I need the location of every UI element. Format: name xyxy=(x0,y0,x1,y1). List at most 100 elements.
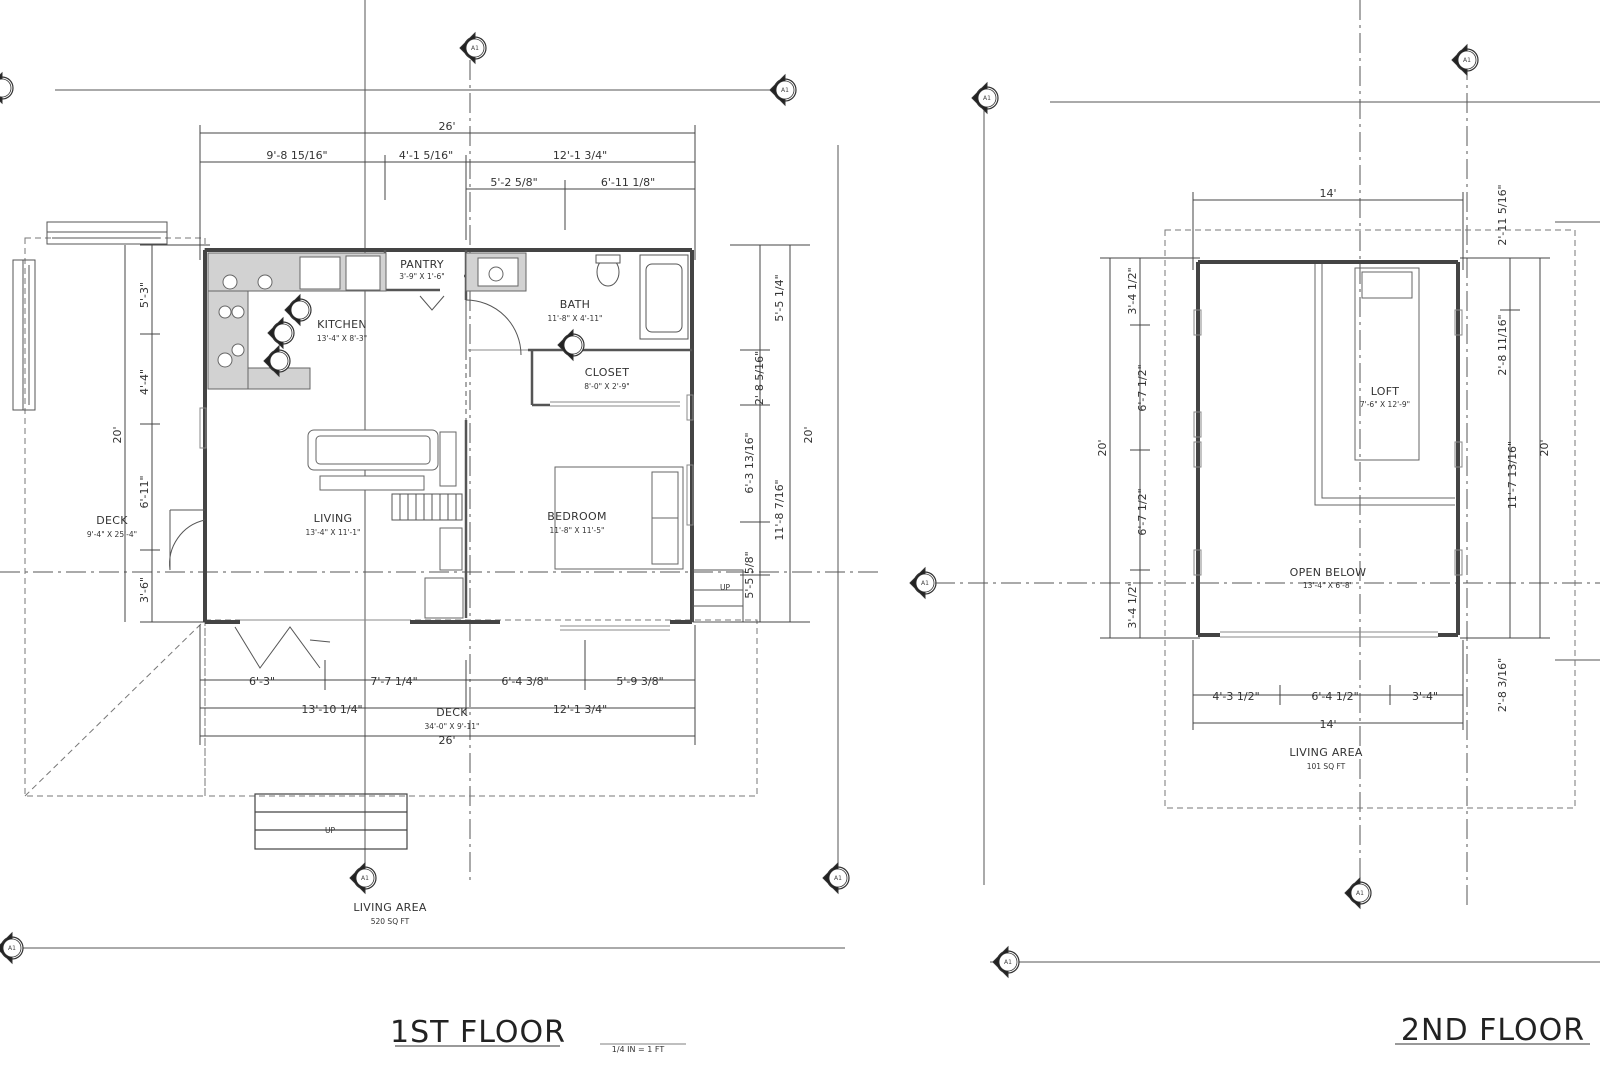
bed xyxy=(554,466,684,570)
room-size-open-below: 13'-4" X 6'-8" xyxy=(1303,581,1353,590)
grid-ref: A1 xyxy=(834,875,842,882)
side-steps xyxy=(692,569,744,623)
dimension-label: 5'-5 1/4" xyxy=(773,274,786,321)
grid-ref: A1 xyxy=(361,875,369,882)
room-name-bath: BATH xyxy=(560,298,590,311)
dimension-label: 2'-8 5/16" xyxy=(753,351,766,405)
dimension-label: 20' xyxy=(1096,439,1109,456)
living-furniture xyxy=(307,429,464,619)
second-floor-plan xyxy=(935,0,1600,978)
living-area-label: LIVING AREA xyxy=(1289,746,1363,759)
first-floor-title: 1ST FLOOR xyxy=(390,1015,566,1050)
dimension-label: 6'-7 1/2" xyxy=(1136,488,1149,535)
dimension-label: 20' xyxy=(802,426,815,443)
dimension-label: 6'-4 1/2" xyxy=(1311,690,1358,703)
dimension-label: 12'-1 3/4" xyxy=(553,703,607,716)
dimension-label: 2'-8 3/16" xyxy=(1496,658,1509,712)
stair-up-label: UP xyxy=(325,826,335,835)
first-floor-grid-lines xyxy=(0,0,880,949)
stair-up-label: UP xyxy=(720,583,730,592)
dimension-label: 13'-10 1/4" xyxy=(301,703,362,716)
room-name-living: LIVING xyxy=(314,512,353,525)
loft-outline xyxy=(1314,264,1455,506)
first-floor-labels: A1 A1 A1 A1 A1 A1 KITCHEN 13'-4" X 8'-3"… xyxy=(8,45,929,1054)
room-size-closet: 8'-0" X 2'-9" xyxy=(584,382,629,391)
grid-ref: A1 xyxy=(1004,959,1012,966)
dimension-label: 11'-8 7/16" xyxy=(773,479,786,540)
room-size-loft: 7'-6" X 12'-9" xyxy=(1360,400,1410,409)
scale-label: 1/4 IN = 1 FT xyxy=(612,1045,665,1054)
dimension-label: 26' xyxy=(438,120,455,133)
room-name-open-below: OPEN BELOW xyxy=(1290,566,1367,579)
dimension-label: 3'-4 1/2" xyxy=(1126,581,1139,628)
dimension-label: 4'-3 1/2" xyxy=(1212,690,1259,703)
grid-ref: A1 xyxy=(921,580,929,587)
first-floor-doors xyxy=(169,295,522,669)
dimension-label: 7'-7 1/4" xyxy=(370,675,417,688)
room-size-kitchen: 13'-4" X 8'-3" xyxy=(317,334,367,343)
living-area-value: 520 SQ FT xyxy=(371,917,410,926)
deck-furniture xyxy=(12,221,168,411)
dimension-label: 3'-6" xyxy=(138,577,151,603)
grid-ref: A1 xyxy=(1356,890,1364,897)
grid-ref: A1 xyxy=(471,45,479,52)
dimension-label: 6'-4 3/8" xyxy=(501,675,548,688)
second-floor-deck-outline xyxy=(1164,229,1576,809)
grid-ref: A1 xyxy=(1463,57,1471,64)
dimension-label: 3'-4 1/2" xyxy=(1126,267,1139,314)
room-name-closet: CLOSET xyxy=(585,366,630,379)
dimension-label: 6'-7 1/2" xyxy=(1136,364,1149,411)
first-floor-dimension-lines xyxy=(124,125,810,745)
grid-ref: A1 xyxy=(8,945,16,952)
dimension-label: 20' xyxy=(111,426,124,443)
dimension-label: 14' xyxy=(1319,187,1336,200)
dimension-label: 6'-3" xyxy=(249,675,275,688)
grid-marker-icon xyxy=(557,329,585,361)
kitchen-appliances xyxy=(217,255,519,368)
dimension-label: 2'-8 11/16" xyxy=(1496,314,1509,375)
living-area-value: 101 SQ FT xyxy=(1307,762,1346,771)
second-floor-title: 2ND FLOOR xyxy=(1401,1013,1585,1048)
dimension-label: 5'-5 5/8" xyxy=(743,551,756,598)
room-name-bedroom: BEDROOM xyxy=(547,510,607,523)
bath-fixtures xyxy=(595,254,689,340)
dimension-label: 9'-8 15/16" xyxy=(266,149,327,162)
dimension-label: 6'-11" xyxy=(138,475,151,508)
living-area-label: LIVING AREA xyxy=(353,901,427,914)
room-size-bedroom: 11'-8" X 11'-5" xyxy=(550,526,605,535)
grid-marker-icon xyxy=(0,72,14,104)
second-floor-exterior-walls xyxy=(1196,260,1460,637)
room-name-kitchen: KITCHEN xyxy=(317,318,367,331)
first-floor-exterior-walls xyxy=(203,248,694,624)
grid-marker-icon xyxy=(267,317,295,349)
dimension-label: 6'-11 1/8" xyxy=(601,176,655,189)
dimension-label: 5'-9 3/8" xyxy=(616,675,663,688)
dimension-label: 4'-1 5/16" xyxy=(399,149,453,162)
dimension-label: 20' xyxy=(1538,439,1551,456)
room-size-deck-left: 9'-4" X 25'-4" xyxy=(87,530,137,539)
room-name-loft: LOFT xyxy=(1371,385,1399,398)
room-size-pantry: 3'-9" X 1'-6" xyxy=(399,272,444,281)
grid-ref: A1 xyxy=(781,87,789,94)
room-name-deck-front: DECK xyxy=(436,706,468,719)
room-name-deck-left: DECK xyxy=(96,514,128,527)
dimension-label: 26' xyxy=(438,734,455,747)
dimension-label: 3'-4" xyxy=(1412,690,1438,703)
dimension-label: 11'-7 13/16" xyxy=(1506,441,1519,509)
dimension-label: 6'-3 13/16" xyxy=(743,432,756,493)
room-size-deck-front: 34'-0" X 9'-11" xyxy=(425,722,480,731)
stairs xyxy=(391,493,463,521)
room-name-pantry: PANTRY xyxy=(400,258,444,271)
dimension-label: 2'-11 5/16" xyxy=(1496,184,1509,245)
front-steps xyxy=(254,793,408,850)
dimension-label: 5'-3" xyxy=(138,282,151,308)
second-floor-dimension-lines xyxy=(1100,192,1550,730)
first-floor-plan xyxy=(0,0,937,964)
second-floor-grid-lines xyxy=(935,0,1600,963)
room-size-living: 13'-4" X 11'-1" xyxy=(306,528,361,537)
second-floor-labels: A1 A1 A1 A1 LOFT 7'-6" X 12'-9" OPEN BEL… xyxy=(983,57,1590,1048)
dimension-label: 5'-2 5/8" xyxy=(490,176,537,189)
dimension-label: 14' xyxy=(1319,718,1336,731)
dimension-label: 12'-1 3/4" xyxy=(553,149,607,162)
